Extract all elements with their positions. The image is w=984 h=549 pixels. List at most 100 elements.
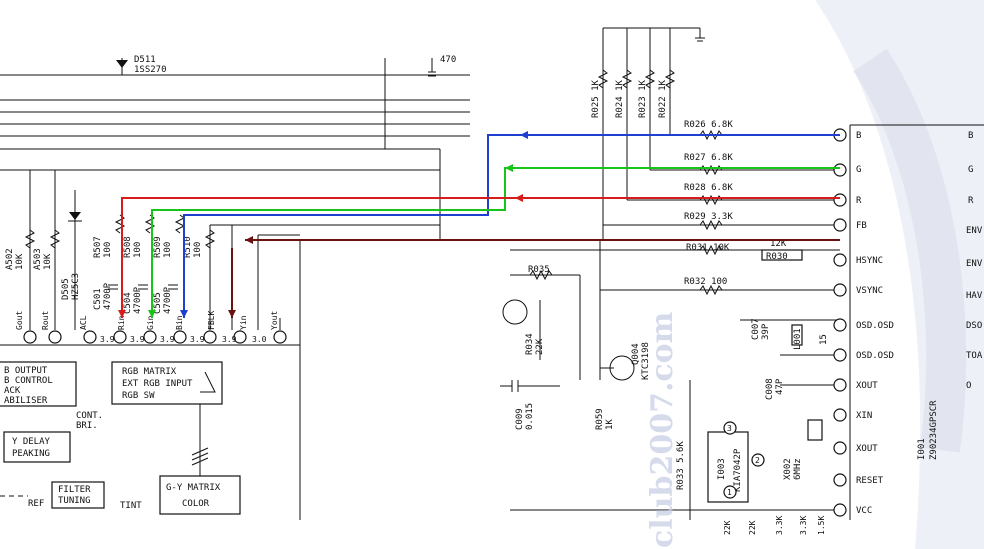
pinnum-1: 3.9 — [130, 335, 145, 344]
svg-text:CONT.: CONT. — [76, 411, 103, 421]
svg-text:6MHz: 6MHz — [793, 458, 803, 480]
svg-text:PEAKING: PEAKING — [12, 449, 50, 459]
svg-text:B: B — [856, 131, 861, 141]
bus-lines — [0, 58, 470, 240]
svg-text:FILTER: FILTER — [58, 485, 91, 495]
svg-text:TUNING: TUNING — [58, 496, 91, 506]
label-d505: D505 — [61, 278, 71, 300]
label-r508: R508 — [123, 236, 133, 258]
svg-text:15: 15 — [819, 334, 829, 345]
svg-text:Z90234GPSCR: Z90234GPSCR — [929, 400, 939, 460]
label-r509: R509 — [153, 236, 163, 258]
svg-text:RGB MATRIX: RGB MATRIX — [122, 367, 177, 377]
svg-text:R033 5.6K: R033 5.6K — [676, 441, 686, 490]
pin-fblk: FBLK — [207, 311, 216, 330]
svg-text:O: O — [966, 381, 971, 391]
diode-d511: D511 1SS270 — [116, 55, 167, 75]
value-c501: 4700P — [103, 282, 113, 310]
svg-text:R028 6.8K: R028 6.8K — [684, 183, 733, 193]
svg-text:VSYNC: VSYNC — [856, 286, 883, 296]
d511-part: 1SS270 — [134, 65, 167, 75]
label-c504: C504 — [123, 292, 133, 314]
svg-text:0.015: 0.015 — [525, 403, 535, 430]
svg-text:VCC: VCC — [856, 506, 872, 516]
source-arrowhead-0 — [505, 164, 513, 172]
source-arrowhead-2 — [520, 131, 528, 139]
label-c501: C501 — [93, 288, 103, 310]
darkred-fblk-path-arrowhead — [228, 310, 236, 318]
label-tint: TINT — [120, 501, 142, 511]
label-r510: R510 — [183, 236, 193, 258]
svg-text:1: 1 — [727, 488, 732, 497]
pinnum-4: 3.9 — [190, 335, 205, 344]
svg-text:R: R — [856, 196, 862, 206]
blue-signal-path-arrowhead — [180, 310, 188, 318]
svg-text:I003: I003 — [717, 458, 727, 480]
svg-text:2: 2 — [755, 456, 760, 465]
svg-text:39P: 39P — [761, 323, 771, 340]
svg-text:R025 1K: R025 1K — [591, 79, 601, 118]
svg-text:EXT RGB INPUT: EXT RGB INPUT — [122, 379, 193, 389]
svg-text:C009: C009 — [515, 408, 525, 430]
svg-text:R022 1K: R022 1K — [658, 79, 668, 118]
svg-text:B OUTPUT: B OUTPUT — [4, 366, 48, 376]
right-lower-components: R035 R034 22K Q004 KTC3198 C009 0.015 R0… — [500, 265, 840, 535]
red-signal-path-arrowhead — [118, 310, 126, 318]
value-c505: 4700P — [163, 286, 173, 314]
svg-text:KIA7042P: KIA7042P — [733, 448, 743, 492]
pinnum-5: 3.9 — [222, 335, 237, 344]
svg-text:R035: R035 — [528, 265, 550, 275]
svg-text:G: G — [856, 165, 861, 175]
svg-text:BRI.: BRI. — [76, 421, 98, 431]
svg-text:R023 1K: R023 1K — [638, 79, 648, 118]
label-c505: C505 — [153, 292, 163, 314]
svg-text:3: 3 — [727, 424, 732, 433]
svg-text:R030: R030 — [766, 252, 788, 262]
label-r507: R507 — [93, 236, 103, 258]
label-tint-group: TINT — [120, 501, 142, 511]
svg-text:OSD.OSD: OSD.OSD — [856, 321, 894, 331]
pinnum-3: 3.9 — [160, 335, 175, 344]
d511-ref: D511 — [134, 55, 156, 65]
pin-yout: Yout — [270, 311, 279, 330]
value-r507: 100 — [103, 242, 113, 258]
svg-text:TOA: TOA — [966, 351, 983, 361]
label-a502: A502 — [5, 248, 15, 270]
ic-top-edge: 3.9 3.9 3.9 3.9 3.9 3.0 — [0, 330, 300, 346]
svg-text:KTC3198: KTC3198 — [641, 342, 651, 380]
svg-text:XOUT: XOUT — [856, 444, 878, 454]
block-filter-tuning: FILTER TUNING REF — [0, 481, 105, 509]
svg-text:Y DELAY: Y DELAY — [12, 437, 51, 447]
right-resistors: R026 6.8K R027 6.8K R028 6.8K R029 3.3K … — [510, 120, 840, 380]
pin-gin: Gin — [146, 315, 155, 330]
svg-text:22K: 22K — [748, 520, 757, 535]
label-a503: A503 — [33, 248, 43, 270]
svg-text:FB: FB — [856, 221, 867, 231]
ic-pin-labels: Gout Rout ACL Rin Gin Bin FBLK Yin Yout — [15, 311, 279, 330]
pin-acl: ACL — [79, 315, 88, 330]
green-signal-path-arrowhead — [148, 310, 156, 318]
svg-text:B: B — [968, 131, 973, 141]
svg-text:22K: 22K — [535, 338, 545, 355]
svg-text:XIN: XIN — [856, 411, 872, 421]
svg-text:RGB SW: RGB SW — [122, 391, 155, 401]
block-rgb-matrix: RGB MATRIX EXT RGB INPUT RGB SW — [111, 361, 223, 405]
svg-text:47P: 47P — [775, 378, 785, 395]
value-r510: 100 — [193, 242, 203, 258]
svg-text:OSD.OSD: OSD.OSD — [856, 351, 894, 361]
svg-text:L001: L001 — [793, 328, 803, 350]
svg-text:R: R — [968, 196, 974, 206]
signal-paths — [118, 131, 840, 318]
svg-text:R032 100: R032 100 — [684, 277, 727, 287]
green-signal-path — [151, 167, 840, 318]
svg-text:3.3K: 3.3K — [799, 516, 808, 535]
svg-text:G-Y MATRIX: G-Y MATRIX — [166, 483, 221, 493]
svg-text:3.3K: 3.3K — [775, 516, 784, 535]
svg-text:DSO: DSO — [966, 321, 982, 331]
block-cont-bri: CONT. BRI. — [76, 411, 103, 431]
block-y-delay: Y DELAY PEAKING — [3, 431, 71, 463]
value-r508: 100 — [133, 242, 143, 258]
ground-470: 470 — [428, 55, 456, 77]
